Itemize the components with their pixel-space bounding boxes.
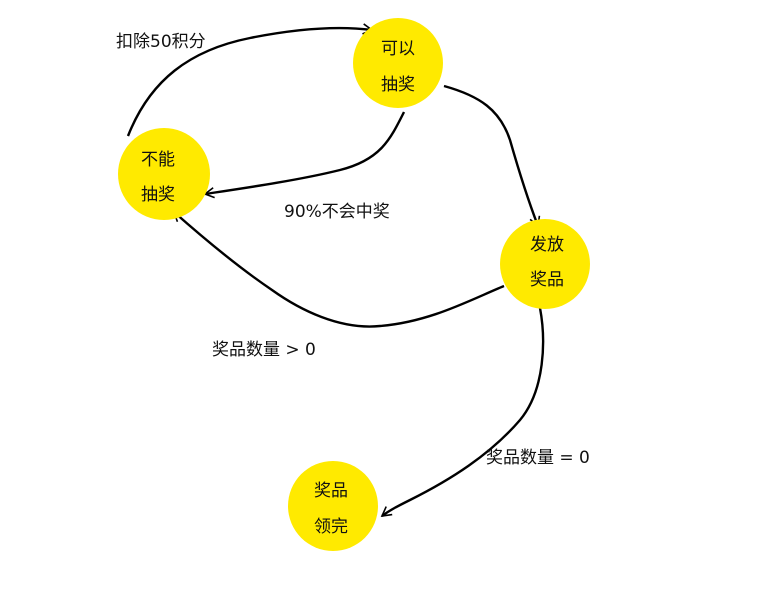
node-can-draw-line2: 抽奖 <box>381 75 415 95</box>
node-issue-prize-line2: 奖品 <box>530 270 564 290</box>
label-prize-eq-zero: 奖品数量 = 0 <box>486 448 590 468</box>
label-no-win: 90%不会中奖 <box>284 202 390 222</box>
label-deduct-points: 扣除50积分 <box>116 32 206 52</box>
label-prize-gt-zero: 奖品数量 > 0 <box>212 340 316 360</box>
edge-issue-to-claimed <box>380 307 545 517</box>
node-can-draw: 可以 抽奖 <box>353 18 443 108</box>
edge-can-to-issue <box>443 84 541 228</box>
edge-cannot-to-can <box>126 23 374 137</box>
node-issue-prize-line1: 发放 <box>530 235 564 255</box>
node-cannot-draw-line2: 抽奖 <box>141 185 175 205</box>
edge-issue-to-cannot <box>172 210 505 328</box>
node-cannot-draw: 不能 抽奖 <box>118 128 210 220</box>
node-prizes-claimed-line1: 奖品 <box>314 481 348 501</box>
node-prizes-claimed-line2: 领完 <box>314 517 348 537</box>
node-prizes-claimed: 奖品 领完 <box>288 461 378 551</box>
node-issue-prize: 发放 奖品 <box>500 219 590 309</box>
node-can-draw-line1: 可以 <box>381 39 415 59</box>
node-cannot-draw-line1: 不能 <box>141 150 175 170</box>
edge-can-to-cannot <box>203 111 406 199</box>
